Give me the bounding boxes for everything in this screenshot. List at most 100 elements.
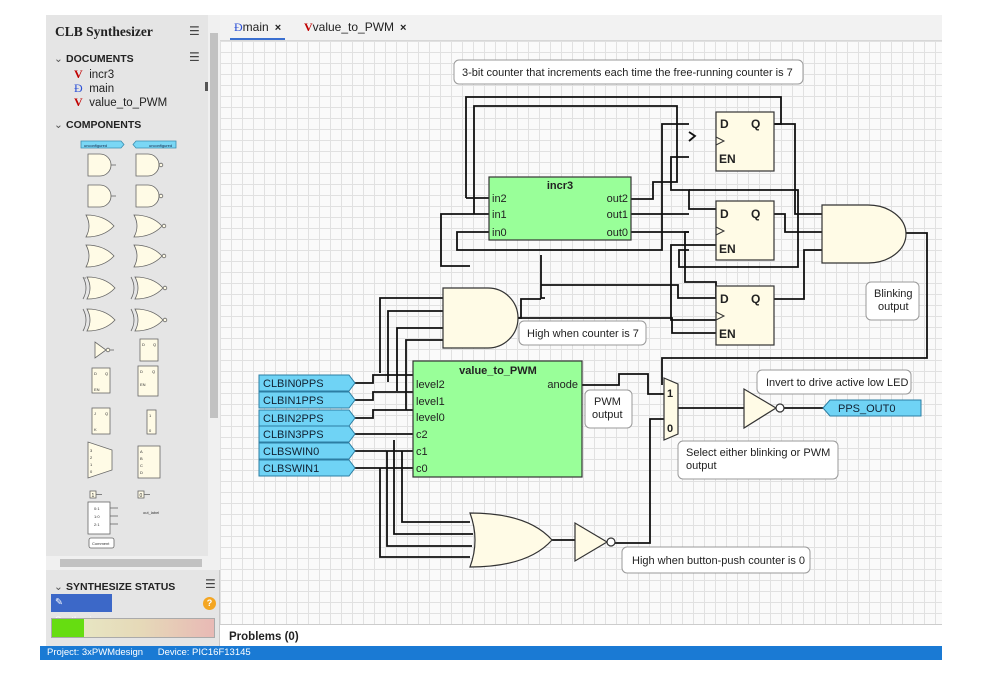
and-gate-count7[interactable] [442, 287, 519, 349]
schematic-canvas[interactable]: 3-bit counter that increments each time … [220, 41, 942, 624]
palette-xor-gate-3[interactable] [82, 308, 116, 332]
palette-or-gate-3[interactable] [85, 244, 115, 268]
palette-nand-gate[interactable] [135, 153, 164, 177]
tab-main[interactable]: Ðmain× [230, 15, 286, 40]
input-pin-clbin1pps[interactable]: CLBIN1PPS [258, 391, 356, 409]
svg-text:D: D [94, 371, 97, 376]
palette-nor-gate-3[interactable] [133, 244, 167, 268]
comment-high7[interactable]: High when counter is 7 [518, 320, 647, 346]
or-gate-button[interactable] [469, 512, 553, 568]
palette-inverter[interactable] [94, 341, 114, 359]
module-incr3[interactable]: incr3 in2 in1 in0 out2 out1 out0 [488, 176, 632, 241]
svg-text:High when button-push counter: High when button-push counter is 0 [632, 555, 805, 567]
input-pin-clbin2pps[interactable]: CLBIN2PPS [258, 409, 356, 427]
svg-text:High when counter is 7: High when counter is 7 [527, 328, 639, 340]
close-icon[interactable]: × [400, 22, 407, 34]
close-icon[interactable]: × [274, 22, 282, 34]
input-pin-clbin0pps[interactable]: CLBIN0PPS [258, 374, 356, 392]
palette-net-label[interactable]: out_label [143, 510, 159, 515]
palette-input-pin[interactable]: unconfigured [80, 140, 125, 149]
chevron-down-icon: ⌄ [54, 53, 63, 65]
document-item-main[interactable]: Ð main [74, 81, 115, 95]
svg-text:3: 3 [90, 448, 93, 453]
svg-text:output: output [686, 460, 717, 472]
output-pin-pps-out0[interactable]: PPS_OUT0 [822, 399, 922, 417]
palette-and-gate-3[interactable] [87, 184, 116, 208]
comments: 3-bit counter that increments each time … [453, 59, 920, 574]
svg-text:EN: EN [94, 387, 100, 392]
module-value-to-pwm[interactable]: value_to_PWM level2 level1 level0 c2 c1 … [412, 360, 583, 478]
comment-counter[interactable]: 3-bit counter that increments each time … [453, 59, 804, 85]
synthesize-button[interactable]: ✎ Synthesize [51, 594, 112, 626]
palette-and-gate[interactable] [87, 153, 116, 177]
svg-text:in1: in1 [492, 209, 507, 221]
palette-nand-gate-3[interactable] [135, 184, 164, 208]
comment-invert[interactable]: Invert to drive active low LED [756, 369, 912, 395]
palette-const-one[interactable]: 1 [89, 490, 102, 499]
palette-or-gate[interactable] [85, 214, 115, 238]
scrollbar-thumb[interactable] [60, 559, 202, 567]
sidebar-vertical-scrollbar[interactable] [208, 15, 220, 560]
document-item-value-to-pwm[interactable]: V value_to_PWM [74, 95, 168, 109]
input-pin-clbswin1[interactable]: CLBSWIN1 [258, 459, 356, 477]
palette-nor-gate[interactable] [133, 214, 167, 238]
mux-label-1: 1 [667, 388, 673, 400]
svg-text:Invert to drive active low LED: Invert to drive active low LED [766, 377, 909, 389]
and-gate-blink[interactable] [821, 204, 907, 264]
palette-mux-labels[interactable]: 0:1 1:0 2:1 [87, 501, 118, 535]
schematic-diagram: 3-bit counter that increments each time … [258, 59, 928, 574]
sidebar-horizontal-scrollbar[interactable] [46, 556, 220, 570]
problems-panel[interactable]: Problems (0) [220, 624, 942, 646]
svg-text:CLBIN3PPS: CLBIN3PPS [263, 429, 324, 441]
palette-xnor-gate-3[interactable] [130, 308, 168, 332]
palette-xor-gate[interactable] [82, 276, 116, 300]
tab-value-to-pwm[interactable]: Vvalue_to_PWM× [304, 20, 407, 34]
svg-text:out0: out0 [607, 227, 628, 239]
comment-high0[interactable]: High when button-push counter is 0 [621, 546, 811, 574]
svg-text:D: D [720, 117, 729, 131]
palette-comment[interactable]: Comment [88, 537, 115, 549]
inverter-button[interactable] [574, 521, 616, 563]
svg-text:Q: Q [751, 117, 760, 131]
document-item-incr3[interactable]: V incr3 [74, 67, 115, 81]
synthesize-menu-icon[interactable]: ☰ [205, 577, 216, 591]
inverter-led[interactable] [743, 387, 785, 430]
scrollbar-thumb[interactable] [210, 33, 218, 418]
mux-select[interactable] [663, 377, 679, 441]
svg-text:Q: Q [751, 207, 760, 221]
svg-text:Q: Q [105, 371, 108, 376]
documents-menu-icon[interactable]: ☰ [189, 50, 200, 64]
progress-fill [52, 619, 85, 637]
components-section-header[interactable]: ⌄COMPONENTS [54, 119, 142, 131]
svg-text:CLBIN2PPS: CLBIN2PPS [263, 413, 324, 425]
chevron-down-icon: ⌄ [54, 119, 63, 131]
palette-const-zero[interactable]: 0 [137, 490, 150, 499]
palette-output-pin[interactable]: unconfigured [132, 140, 177, 149]
hamburger-menu-icon[interactable]: ☰ [189, 24, 200, 38]
verilog-icon: V [74, 67, 83, 81]
verilog-icon: V [74, 95, 83, 109]
input-pin-clbswin0[interactable]: CLBSWIN0 [258, 442, 356, 460]
documents-section-header[interactable]: ⌄DOCUMENTS [54, 53, 134, 65]
svg-text:Select either blinking or PWM: Select either blinking or PWM [686, 447, 830, 459]
help-icon[interactable]: ? [203, 597, 216, 610]
synthesize-status-header[interactable]: ⌄SYNTHESIZE STATUS [54, 581, 176, 593]
palette-mux[interactable]: 10 [146, 409, 157, 435]
palette-d-flipflop-en[interactable]: D Q EN [91, 367, 111, 394]
input-pin-clbin3pps[interactable]: CLBIN3PPS [258, 425, 356, 443]
svg-text:2:1: 2:1 [94, 522, 100, 527]
palette-xnor-gate[interactable] [130, 276, 168, 300]
